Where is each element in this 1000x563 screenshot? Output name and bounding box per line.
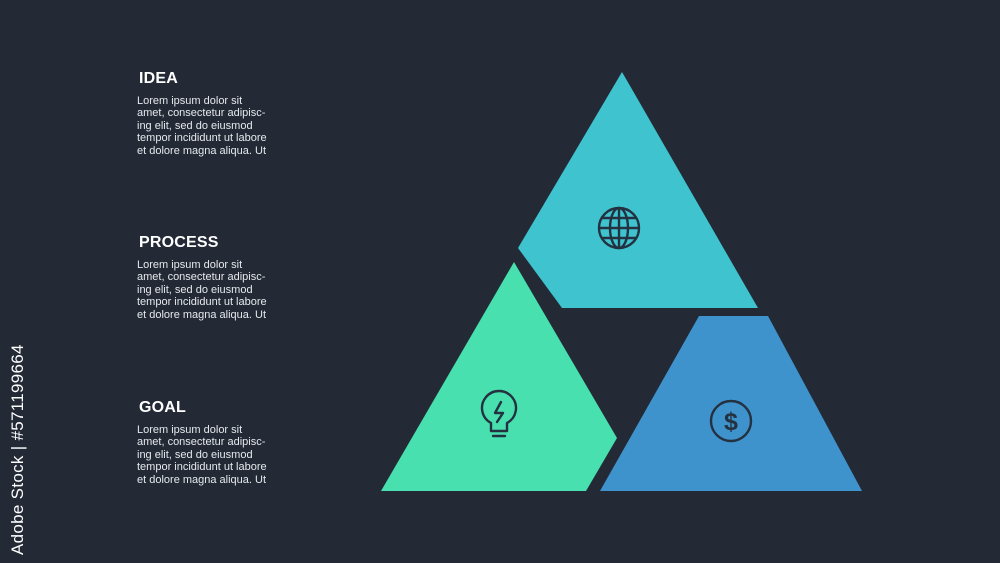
globe-icon	[597, 206, 641, 250]
step-description: Lorem ipsum dolor sit amet, consectetur …	[137, 259, 267, 321]
step-title: GOAL	[139, 399, 187, 416]
lightbulb-icon	[480, 389, 518, 438]
segment-process	[381, 262, 617, 491]
step-process: PROCESS Lorem ipsum dolor sit amet, cons…	[137, 234, 307, 321]
step-goal: GOAL Lorem ipsum dolor sit amet, consect…	[137, 399, 307, 486]
svg-text:$: $	[724, 408, 738, 436]
segment-idea	[518, 72, 758, 308]
step-title: PROCESS	[139, 234, 219, 251]
step-description: Lorem ipsum dolor sit amet, consectetur …	[137, 424, 267, 486]
step-idea: IDEA Lorem ipsum dolor sit amet, consect…	[137, 70, 307, 157]
segment-goal	[600, 316, 862, 491]
step-title: IDEA	[139, 70, 179, 87]
dollar-coin-icon: $	[709, 399, 753, 443]
step-description: Lorem ipsum dolor sit amet, consectetur …	[137, 95, 267, 157]
